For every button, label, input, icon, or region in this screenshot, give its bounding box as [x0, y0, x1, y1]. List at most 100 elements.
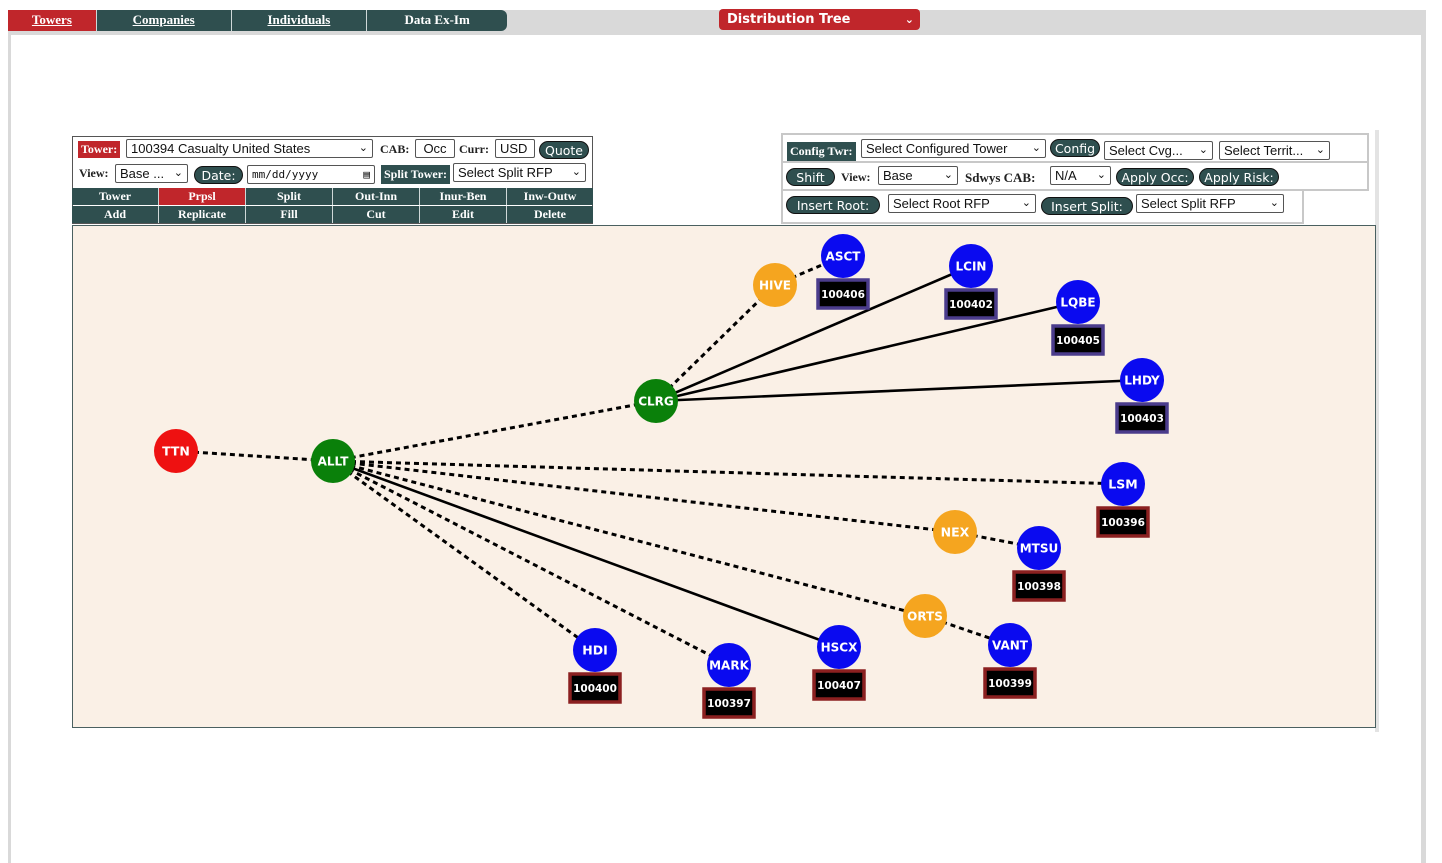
replicate-action[interactable]: Replicate	[159, 206, 246, 223]
view-mode-select[interactable]: Distribution Tree ⌄	[719, 9, 920, 30]
node-circle	[817, 625, 861, 669]
tower-action[interactable]: Tower	[72, 188, 159, 205]
node-circle	[821, 234, 865, 278]
node-id-label: 100406	[821, 289, 865, 301]
currency-field[interactable]: USD	[495, 139, 535, 158]
prpsl-action[interactable]: Prpsl	[159, 188, 246, 205]
fill-action[interactable]: Fill	[246, 206, 333, 223]
frame-left-border	[8, 35, 11, 863]
territory-select[interactable]: Select Territ... ⌄	[1219, 141, 1330, 160]
node-id-box	[816, 278, 870, 310]
date-input-placeholder: mm/dd/yyyy	[252, 168, 319, 181]
node-label: ASCT	[826, 250, 862, 264]
tab-towers[interactable]: Towers	[8, 10, 97, 31]
calendar-icon: ▤	[363, 168, 370, 181]
action-row-1: Tower Prpsl Split Out-Inn Inur-Ben Inw-O…	[72, 188, 593, 205]
node-id-label: 100405	[1056, 335, 1100, 347]
configured-tower-value: Select Configured Tower	[866, 141, 1008, 156]
node-circle	[949, 244, 993, 288]
edit-action[interactable]: Edit	[420, 206, 507, 223]
date-button[interactable]: Date:	[194, 166, 243, 184]
chevron-down-icon: ⌄	[1315, 144, 1325, 156]
tree-node-asct[interactable]: ASCT 100406	[816, 234, 870, 310]
cab-field[interactable]: Occ	[415, 139, 455, 158]
tree-edge-allt-clrg	[332, 399, 657, 463]
configured-tower-select[interactable]: Select Configured Tower ⌄	[861, 139, 1046, 158]
shift-button[interactable]: Shift	[786, 168, 835, 186]
node-label: ALLT	[318, 455, 350, 469]
insert-split-button[interactable]: Insert Split:	[1041, 197, 1133, 215]
node-label: ORTS	[907, 610, 943, 624]
node-label: MTSU	[1020, 542, 1059, 556]
node-circle	[634, 379, 678, 423]
node-id-box	[1051, 324, 1105, 356]
chevron-down-icon: ⌄	[173, 167, 183, 179]
node-circle	[753, 263, 797, 307]
main-nav: Towers Companies Individuals Data Ex-Im	[8, 10, 507, 31]
node-label: LHDY	[1124, 374, 1160, 388]
view-select[interactable]: Base ... ⌄	[115, 164, 188, 183]
split-tower-select[interactable]: Select Split RFP ⌄	[453, 163, 586, 182]
curr-label: Curr:	[459, 142, 489, 156]
tree-node-ttn[interactable]: TTN	[154, 429, 198, 473]
inw-outw-action[interactable]: Inw-Outw	[507, 188, 593, 205]
tree-node-hive[interactable]: HIVE	[753, 263, 797, 307]
tree-node-clrg[interactable]: CLRG	[634, 379, 678, 423]
node-circle	[1056, 280, 1100, 324]
chevron-down-icon: ⌄	[1031, 142, 1041, 154]
insert-root-button[interactable]: Insert Root:	[786, 196, 880, 214]
config-twr-label: Config Twr:	[787, 142, 856, 161]
config-view-select[interactable]: Base ⌄	[878, 166, 958, 185]
node-id-box	[983, 667, 1037, 699]
chevron-down-icon: ⌄	[943, 169, 953, 181]
split-action[interactable]: Split	[246, 188, 333, 205]
quote-button[interactable]: Quote	[539, 141, 589, 159]
node-circle	[707, 643, 751, 687]
add-action[interactable]: Add	[72, 206, 159, 223]
split-rfp-select[interactable]: Select Split RFP ⌄	[1136, 194, 1284, 213]
frame-right-border	[1421, 35, 1426, 863]
tab-individuals[interactable]: Individuals	[232, 10, 368, 31]
tree-node-nex[interactable]: NEX	[933, 510, 977, 554]
node-id-label: 100397	[707, 698, 751, 710]
root-rfp-select[interactable]: Select Root RFP ⌄	[888, 194, 1036, 213]
config-view-value: Base	[883, 168, 913, 183]
tab-data-ex-im[interactable]: Data Ex-Im	[404, 12, 470, 27]
tree-node-allt[interactable]: ALLT	[311, 439, 355, 483]
tower-label: Tower:	[78, 141, 121, 158]
node-id-label: 100399	[988, 678, 1032, 690]
node-label: LQBE	[1060, 296, 1095, 310]
coverage-select[interactable]: Select Cvg... ⌄	[1104, 141, 1213, 160]
node-circle	[903, 594, 947, 638]
out-inn-action[interactable]: Out-Inn	[333, 188, 420, 205]
tree-node-orts[interactable]: ORTS	[903, 594, 947, 638]
node-id-label: 100407	[817, 680, 861, 692]
delete-action[interactable]: Delete	[507, 206, 593, 223]
node-label: LSM	[1108, 477, 1137, 492]
tree-edge-allt-hdi	[332, 459, 596, 652]
tab-companies[interactable]: Companies	[97, 10, 232, 31]
tree-node-lhdy[interactable]: LHDY 100403	[1115, 358, 1169, 434]
cut-action[interactable]: Cut	[333, 206, 420, 223]
tree-edge-clrg-lqbe	[655, 300, 1079, 403]
apply-risk-button[interactable]: Apply Risk:	[1199, 168, 1279, 186]
tree-edge-allt-mark	[332, 459, 730, 667]
node-circle	[988, 623, 1032, 667]
tower-select[interactable]: 100394 Casualty United States ⌄	[126, 139, 373, 158]
tree-node-lqbe[interactable]: LQBE 100405	[1051, 280, 1105, 356]
node-id-label: 100403	[1120, 413, 1164, 425]
sdwys-cab-label: Sdwys CAB:	[965, 170, 1036, 185]
chevron-down-icon: ⌄	[1198, 144, 1208, 156]
inur-ben-action[interactable]: Inur-Ben	[420, 188, 507, 205]
sdwys-cab-select[interactable]: N/A ⌄	[1050, 166, 1111, 185]
config-button[interactable]: Config	[1050, 139, 1100, 157]
apply-occ-button[interactable]: Apply Occ:	[1116, 168, 1194, 186]
date-input[interactable]: mm/dd/yyyy ▤	[247, 165, 375, 184]
